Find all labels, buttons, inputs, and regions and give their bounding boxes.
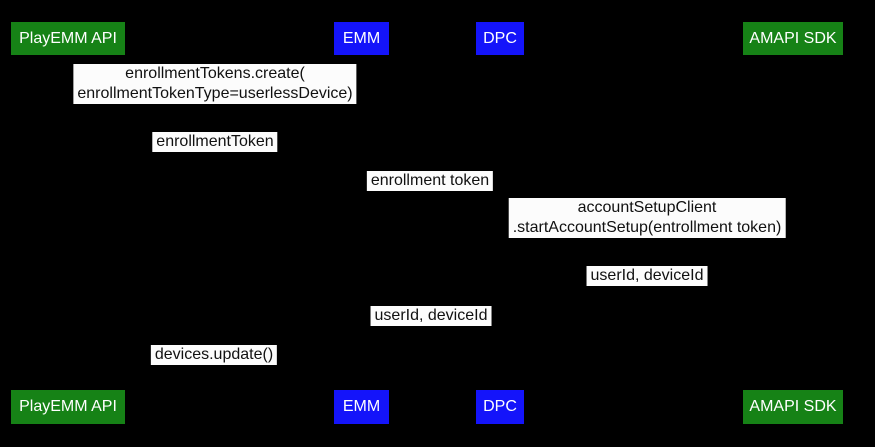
message-enrollment-token: enrollment token bbox=[366, 171, 494, 191]
message-userid-deviceid-1: userId, deviceId bbox=[586, 266, 708, 286]
actor-amapi-sdk-bottom: AMAPI SDK bbox=[743, 390, 843, 424]
actor-playemm-api-bottom: PlayEMM API bbox=[11, 390, 125, 424]
message-line: userId, deviceId bbox=[374, 307, 488, 324]
message-line: devices.update() bbox=[154, 346, 274, 363]
message-line: enrollmentTokens.create( bbox=[125, 65, 305, 82]
actor-emm-bottom: EMM bbox=[334, 390, 389, 424]
message-devices-update: devices.update() bbox=[150, 345, 278, 365]
message-line: userId, deviceId bbox=[590, 267, 704, 284]
message-line: enrollmentTokenType=userlessDevice) bbox=[77, 85, 353, 102]
message-enrollmenttokens-create: enrollmentTokens.create( enrollmentToken… bbox=[73, 64, 357, 104]
message-line: .startAccountSetup(entrollment token) bbox=[512, 219, 782, 236]
actor-dpc-bottom: DPC bbox=[476, 390, 524, 424]
actor-playemm-api-top: PlayEMM API bbox=[11, 22, 125, 55]
message-line: enrollment token bbox=[370, 172, 490, 189]
message-accountsetupclient-startaccountsetup: accountSetupClient .startAccountSetup(en… bbox=[508, 198, 786, 238]
actor-emm-top: EMM bbox=[334, 22, 389, 55]
actor-amapi-sdk-top: AMAPI SDK bbox=[743, 22, 843, 55]
message-line: enrollmentToken bbox=[156, 133, 274, 150]
message-line: accountSetupClient bbox=[577, 199, 717, 216]
message-enrollmenttoken: enrollmentToken bbox=[152, 132, 278, 152]
actor-dpc-top: DPC bbox=[476, 22, 524, 55]
message-userid-deviceid-2: userId, deviceId bbox=[370, 306, 492, 326]
